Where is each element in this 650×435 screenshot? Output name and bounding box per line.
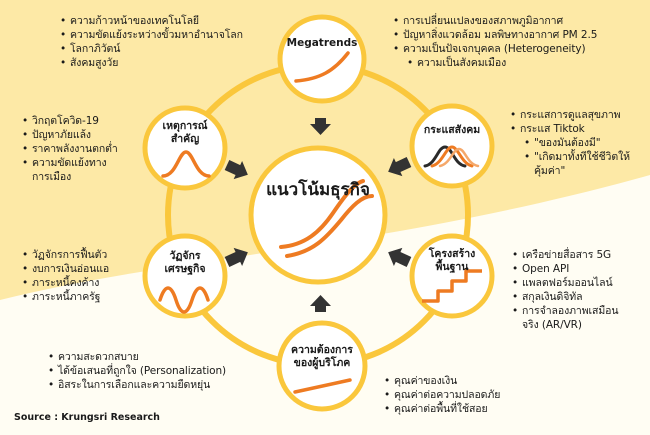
arrow-from-social: [388, 157, 412, 177]
arrow-from-megatrends: [310, 118, 331, 135]
cycle-label-line-2: เศรษฐกิจ: [164, 263, 206, 275]
megatrends-curve: [294, 51, 350, 83]
list-item: ได้ข้อเสนอที่ถูกใจ (Personalization): [48, 364, 226, 378]
arrow-from-infra: [388, 247, 412, 267]
center-title: แนวโน้มธุรกิจ: [266, 180, 370, 200]
consumer-label-line-2: ของผู้บริโภค: [293, 357, 351, 369]
social-list: กระแสการดูแลสุขภาพ กระแส Tiktok "ของมันต…: [510, 108, 630, 178]
list-item: ความขัดแย้งทาง: [22, 156, 118, 170]
megatrends-label: Megatrends: [286, 37, 358, 49]
center-curve-2: [285, 194, 374, 258]
list-item: ปัญหาสิ่งแวดล้อม มลพิษทางอากาศ PM 2.5: [393, 28, 597, 42]
list-item: งบการเงินอ่อนแอ: [22, 262, 109, 276]
consumer-label-line-1: ความต้องการ: [291, 344, 353, 356]
list-item: ปัญหาภัยแล้ง: [22, 128, 118, 142]
list-item: "ของมันต้องมี": [510, 136, 630, 150]
cycle-label-line-1: วัฏจักร: [169, 250, 201, 262]
consumer-node: [276, 320, 368, 412]
social-label: กระแสสังคม: [423, 124, 481, 136]
arrow-from-events: [224, 160, 248, 180]
list-item: การจำลองภาพเสมือน: [512, 304, 619, 318]
events-label-line-1: เหตุการณ์: [162, 120, 208, 132]
cycle-wave: [158, 286, 210, 314]
list-item: โลกาภิวัตน์: [60, 42, 243, 56]
list-item: ความขัดแย้งระหว่างขั้วมหาอำนาจโลก: [60, 28, 243, 42]
consumer-right-list: คุณค่าของเงิน คุณค่าต่อความปลอดภัย คุณค่…: [384, 374, 500, 416]
list-item: คุณค่าต่อพื้นที่ใช้สอย: [384, 402, 500, 416]
megatrends-left-list: ความก้าวหน้าของเทคโนโลยี ความขัดแย้งระหว…: [60, 14, 243, 70]
social-curve-dark: [423, 145, 467, 168]
infra-label-line-2: พื้นฐาน: [435, 261, 469, 273]
list-item: จริง (AR/VR): [522, 319, 582, 331]
events-spike: [161, 150, 211, 178]
center-curve-1: [279, 179, 365, 249]
list-item: ราคาพลังงานตกต่ำ: [22, 142, 118, 156]
cycle-node: [142, 233, 228, 319]
megatrends-right-list: การเปลี่ยนแปลงของสภาพภูมิอากาศ ปัญหาสิ่ง…: [393, 14, 597, 70]
list-item: ภาระหนี้คงค้าง: [22, 276, 109, 290]
list-item: ความเป็นปัจเจกบุคคล (Heterogeneity): [393, 42, 597, 56]
list-item: ความเป็นสังคมเมือง: [393, 56, 597, 70]
infra-node: [409, 233, 495, 319]
consumer-left-list: ความสะดวกสบาย ได้ข้อเสนอที่ถูกใจ (Person…: [48, 350, 226, 392]
social-curve-orange-2: [438, 147, 480, 168]
list-item: Open API: [512, 262, 618, 276]
megatrends-node: [277, 14, 367, 104]
list-item: "เกิดมาทั้งทีใช้ชีวิตให้: [510, 150, 630, 164]
events-node: [142, 105, 228, 191]
list-item: การเมือง: [32, 171, 72, 183]
list-item: อิสระในการเลือกและความยืดหยุ่น: [48, 378, 226, 392]
list-item: คุ้มค่า": [534, 165, 566, 177]
list-item: วิกฤตโควิด-19: [22, 114, 118, 128]
cycle-list: วัฏจักรการฟื้นตัว งบการเงินอ่อนแอ ภาระหน…: [22, 248, 109, 304]
list-item: คุณค่าของเงิน: [384, 374, 500, 388]
consumer-label: ความต้องการ ของผู้บริโภค: [291, 344, 353, 370]
cycle-label: วัฏจักร เศรษฐกิจ: [164, 250, 205, 276]
infra-staircase: [422, 269, 482, 303]
list-item: ความสะดวกสบาย: [48, 350, 226, 364]
infra-list: เครือข่ายสื่อสาร 5G Open API แพลตฟอร์มออ…: [512, 248, 619, 332]
events-label-line-2: สำคัญ: [170, 133, 200, 145]
center-node: [248, 145, 388, 285]
list-item: คุณค่าต่อความปลอดภัย: [384, 388, 500, 402]
list-item: กระแสการดูแลสุขภาพ: [510, 108, 630, 122]
list-item: สกุลเงินดิจิทัล: [512, 290, 618, 304]
list-item: วัฏจักรการฟื้นตัว: [22, 248, 109, 262]
arrow-from-consumer: [310, 295, 331, 312]
list-item: เครือข่ายสื่อสาร 5G: [512, 248, 618, 262]
list-item: การเปลี่ยนแปลงของสภาพภูมิอากาศ: [393, 14, 597, 28]
events-label: เหตุการณ์ สำคัญ: [163, 120, 208, 146]
infra-label: โครงสร้าง พื้นฐาน: [429, 248, 476, 274]
social-curve-orange-1: [430, 145, 474, 168]
source-note: Source : Krungsri Research: [14, 412, 160, 423]
list-item: ความก้าวหน้าของเทคโนโลยี: [60, 14, 243, 28]
consumer-line: [293, 378, 352, 394]
infra-label-line-1: โครงสร้าง: [428, 248, 476, 260]
list-item: ภาระหนี้ภาครัฐ: [22, 290, 109, 304]
events-list: วิกฤตโควิด-19 ปัญหาภัยแล้ง ราคาพลังงานตก…: [22, 114, 118, 184]
list-item: สังคมสูงวัย: [60, 56, 243, 70]
list-item: แพลตฟอร์มออนไลน์: [512, 276, 618, 290]
arrow-from-cycle: [224, 247, 248, 267]
list-item: กระแส Tiktok: [510, 122, 630, 136]
